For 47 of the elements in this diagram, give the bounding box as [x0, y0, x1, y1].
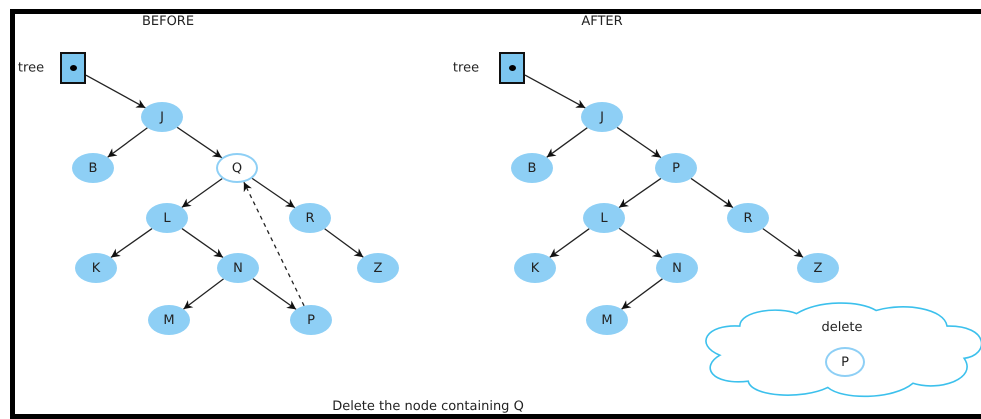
tree-node: N: [217, 253, 259, 283]
variable-label: tree: [18, 60, 44, 76]
arrow: [618, 228, 662, 258]
arrow: [546, 127, 588, 158]
arrow: [618, 178, 662, 208]
panel-heading: AFTER: [581, 14, 623, 29]
tree-node: K: [75, 253, 117, 283]
panel-heading: BEFORE: [142, 14, 194, 29]
arrow: [690, 178, 734, 208]
arrow: [762, 228, 804, 258]
tree-node: J: [581, 102, 623, 132]
arrow: [183, 278, 224, 310]
tree-node: Z: [357, 253, 399, 283]
arrow: [524, 74, 586, 108]
variable-label: tree: [452, 60, 480, 76]
tree-node: M: [148, 305, 190, 335]
tree-node: P: [655, 153, 697, 183]
arrow: [110, 228, 152, 258]
tree-node: L: [583, 203, 625, 233]
arrow: [549, 228, 590, 258]
tree-node: B: [72, 153, 114, 183]
tree-node: K: [514, 253, 556, 283]
arrow: [182, 228, 224, 258]
tree-node: J: [141, 102, 183, 132]
arrow: [324, 228, 364, 258]
tree-node: R: [289, 203, 331, 233]
pointer-box: [499, 52, 525, 84]
pointer-box: [60, 52, 86, 84]
tree-node: M: [586, 305, 628, 335]
tree-node: L: [146, 203, 188, 233]
arrow: [621, 278, 663, 310]
tree-node: P: [290, 305, 332, 335]
tree-node: Z: [797, 253, 839, 283]
arrow: [86, 74, 146, 108]
arrow: [107, 127, 148, 158]
caption: Delete the node containing Q: [332, 400, 524, 413]
arrow: [616, 126, 662, 158]
hollow-tree-node: Q: [216, 153, 258, 183]
arrow: [252, 278, 296, 310]
tree-node: B: [511, 153, 553, 183]
dashed-arrow: [243, 182, 305, 306]
arrow: [181, 178, 223, 208]
cloud-label: delete: [820, 320, 864, 335]
arrow: [252, 178, 296, 208]
tree-node: N: [656, 253, 698, 283]
tree-node: R: [727, 203, 769, 233]
arrow: [176, 126, 222, 158]
